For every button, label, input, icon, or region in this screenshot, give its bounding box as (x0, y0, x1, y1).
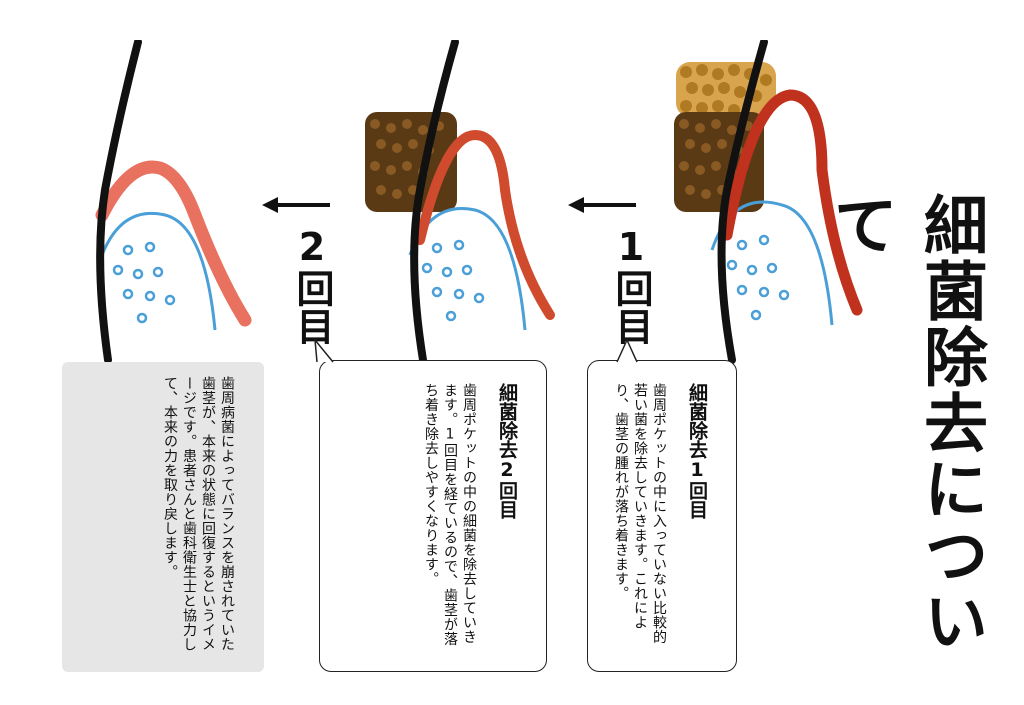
panel-before-treatment (674, 40, 863, 364)
left-arrow-icon (262, 197, 330, 213)
callout-tail (616, 338, 638, 363)
panel-healthy (95, 40, 252, 364)
old-bacteria-cluster (674, 112, 764, 212)
bone-dots (421, 239, 485, 322)
step-label-1: 1回目 (609, 225, 653, 345)
callout-heading: 細菌除去2回目 (496, 383, 518, 519)
page-title: 細菌除去について (823, 192, 987, 654)
step-label-2: 2回目 (290, 225, 334, 345)
callout-step-1: 細菌除去1回目 歯周ポケットの中に入っていない比較的若い菌を除去していきます。こ… (587, 360, 737, 672)
tooth-surface-line (96, 40, 142, 364)
left-arrow-icon (568, 197, 636, 213)
summary-note: 歯周病菌によってバランスを崩されていた歯茎が、本来の状態に回復するというイメージ… (62, 362, 264, 672)
young-bacteria-cluster (676, 62, 776, 117)
callout-heading: 細菌除去1回目 (686, 383, 708, 519)
bone-dots (112, 241, 176, 324)
tooth-surface-line (717, 40, 768, 364)
callout-tail (314, 338, 334, 363)
healthy-gum (95, 160, 252, 327)
tooth-surface-line (410, 40, 459, 364)
summary-note-text: 歯周病菌によってバランスを崩されていた歯茎が、本来の状態に回復するというイメージ… (162, 376, 235, 652)
inflamed-gum (721, 89, 863, 316)
bone-outline (100, 211, 217, 331)
bone-dots (726, 234, 790, 321)
callout-step-2: 細菌除去2回目 歯周ポケットの中の細菌を除去していきます。1回目を経ているので、… (319, 360, 547, 672)
panel-after-first-cleaning (365, 40, 555, 364)
swollen-gum (415, 129, 555, 320)
callout-body: 歯周ポケットの中の細菌を除去していきます。1回目を経ているので、歯茎が落ち着き除… (423, 383, 477, 646)
callout-body: 歯周ポケットの中に入っていない比較的若い菌を除去していきます。これにより、歯茎の… (613, 383, 667, 644)
